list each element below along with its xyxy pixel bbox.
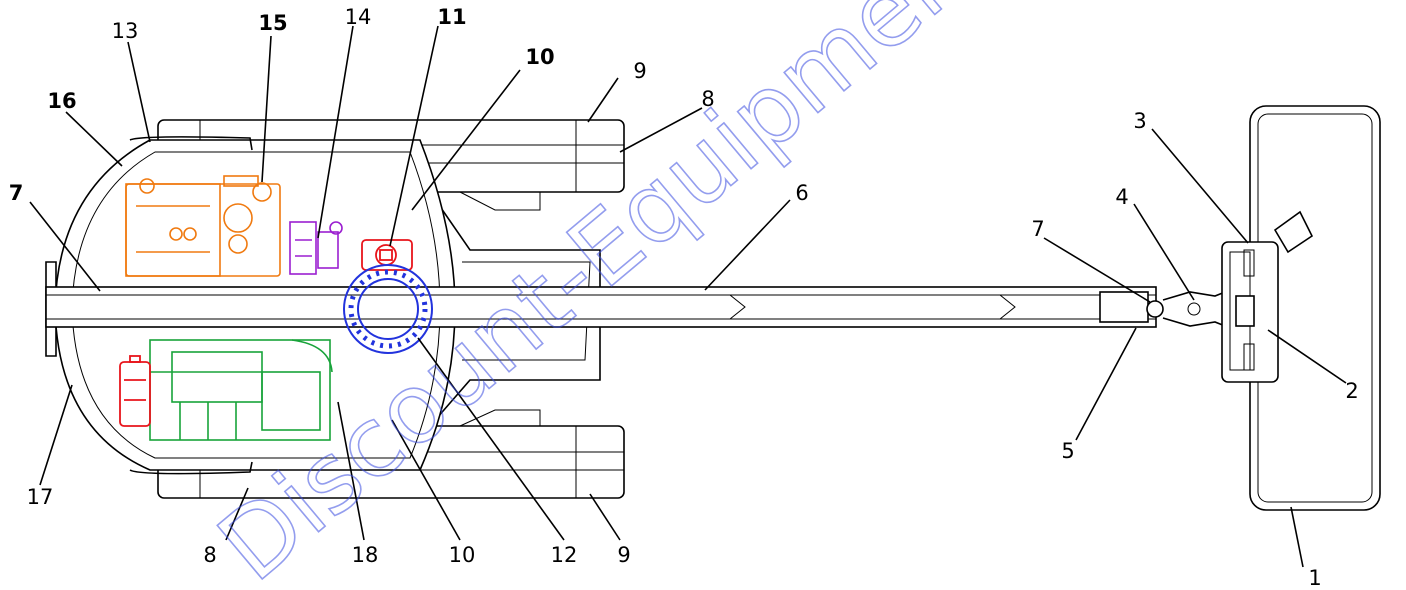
callout-10-bottom: 10 (449, 543, 476, 567)
valve-block (289, 221, 343, 275)
callout-13: 13 (112, 19, 139, 43)
callout-7-turntable: 7 (9, 181, 24, 205)
callout-14: 14 (345, 5, 372, 29)
hydraulic-tank (125, 175, 281, 277)
callout-18: 18 (352, 543, 379, 567)
platform (1221, 105, 1381, 511)
battery (119, 355, 151, 427)
callout-6: 6 (795, 181, 808, 205)
callout-12: 12 (551, 543, 578, 567)
callout-7-platform: 7 (1031, 217, 1044, 241)
callout-3: 3 (1133, 109, 1146, 133)
callout-4: 4 (1115, 185, 1128, 209)
callout-15: 15 (258, 11, 287, 35)
callout-8-bottom: 8 (203, 543, 216, 567)
callout-2: 2 (1345, 379, 1358, 403)
callout-9-top: 9 (633, 59, 646, 83)
callout-17: 17 (27, 485, 54, 509)
callout-1: 1 (1308, 566, 1321, 590)
callout-10-top: 10 (525, 45, 554, 69)
callout-9-bottom: 9 (617, 543, 630, 567)
callout-5: 5 (1061, 439, 1074, 463)
slew-ring (343, 264, 433, 354)
engine (149, 339, 333, 441)
callout-11: 11 (437, 5, 466, 29)
leader-lines (29, 25, 1347, 568)
callout-16: 16 (47, 89, 76, 113)
boom (45, 286, 1231, 330)
platform-control-box (1235, 249, 1255, 371)
callout-8-top: 8 (701, 87, 714, 111)
